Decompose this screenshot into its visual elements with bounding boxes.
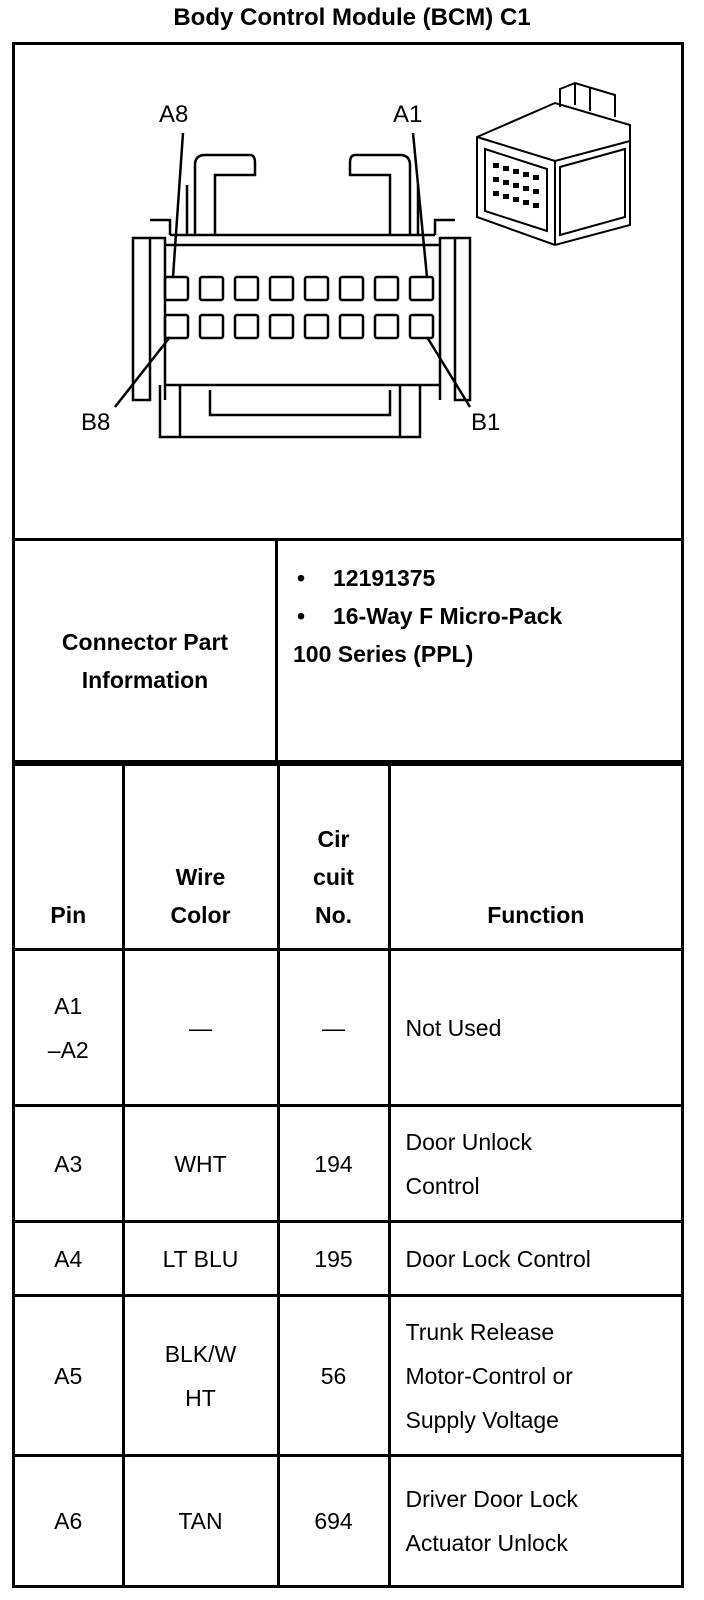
cell-function: Door Lock Control: [387, 1220, 681, 1297]
cell-circuit: —: [276, 948, 391, 1107]
connector-info-label-line2: Information: [81, 666, 209, 693]
cell-pin: A6: [15, 1454, 125, 1586]
connector-drawing: [114, 81, 631, 439]
pin-label-a8: A8: [159, 101, 189, 128]
cell-pin: A5: [15, 1294, 125, 1457]
cell-wire-color: —: [121, 948, 280, 1107]
cell-circuit: 194: [276, 1104, 391, 1223]
connector-series: 100 Series (PPL): [293, 641, 474, 667]
page-title: Body Control Module (BCM) C1: [173, 4, 531, 31]
header-pin: Pin: [15, 763, 125, 951]
connector-frame: A8 A1 B8 B1 Connector Part Information 1…: [12, 42, 684, 1588]
header-function: Function: [387, 763, 681, 951]
table-row: A1–A2 — — Not Used: [15, 948, 681, 1107]
part-number: 12191375: [293, 559, 681, 597]
cell-circuit: 56: [276, 1294, 391, 1457]
connector-info-label: Connector Part Information: [15, 541, 278, 760]
connector-info-values: 12191375 16-Way F Micro-Pack 100 Series …: [278, 541, 681, 760]
cell-pin: A3: [15, 1104, 125, 1223]
connector-diagram: A8 A1 B8 B1: [15, 45, 681, 541]
table-row: A4 LT BLU 195 Door Lock Control: [15, 1220, 681, 1297]
cell-function: Not Used: [387, 948, 681, 1107]
pin-label-a1: A1: [393, 101, 423, 128]
pin-label-b1: B1: [471, 409, 501, 436]
cell-pin: A1–A2: [15, 948, 125, 1107]
connector-info-label-line1: Connector Part: [61, 628, 229, 655]
cell-pin: A4: [15, 1220, 125, 1297]
pin-label-b8: B8: [81, 409, 111, 436]
cell-wire-color: TAN: [121, 1454, 280, 1586]
cell-wire-color: WHT: [121, 1104, 280, 1223]
connector-description: 16-Way F Micro-Pack: [293, 597, 681, 635]
connector-part-info: Connector Part Information 12191375 16-W…: [15, 541, 681, 763]
cell-circuit: 195: [276, 1220, 391, 1297]
cell-circuit: 694: [276, 1454, 391, 1586]
cell-wire-color: LT BLU: [121, 1220, 280, 1297]
